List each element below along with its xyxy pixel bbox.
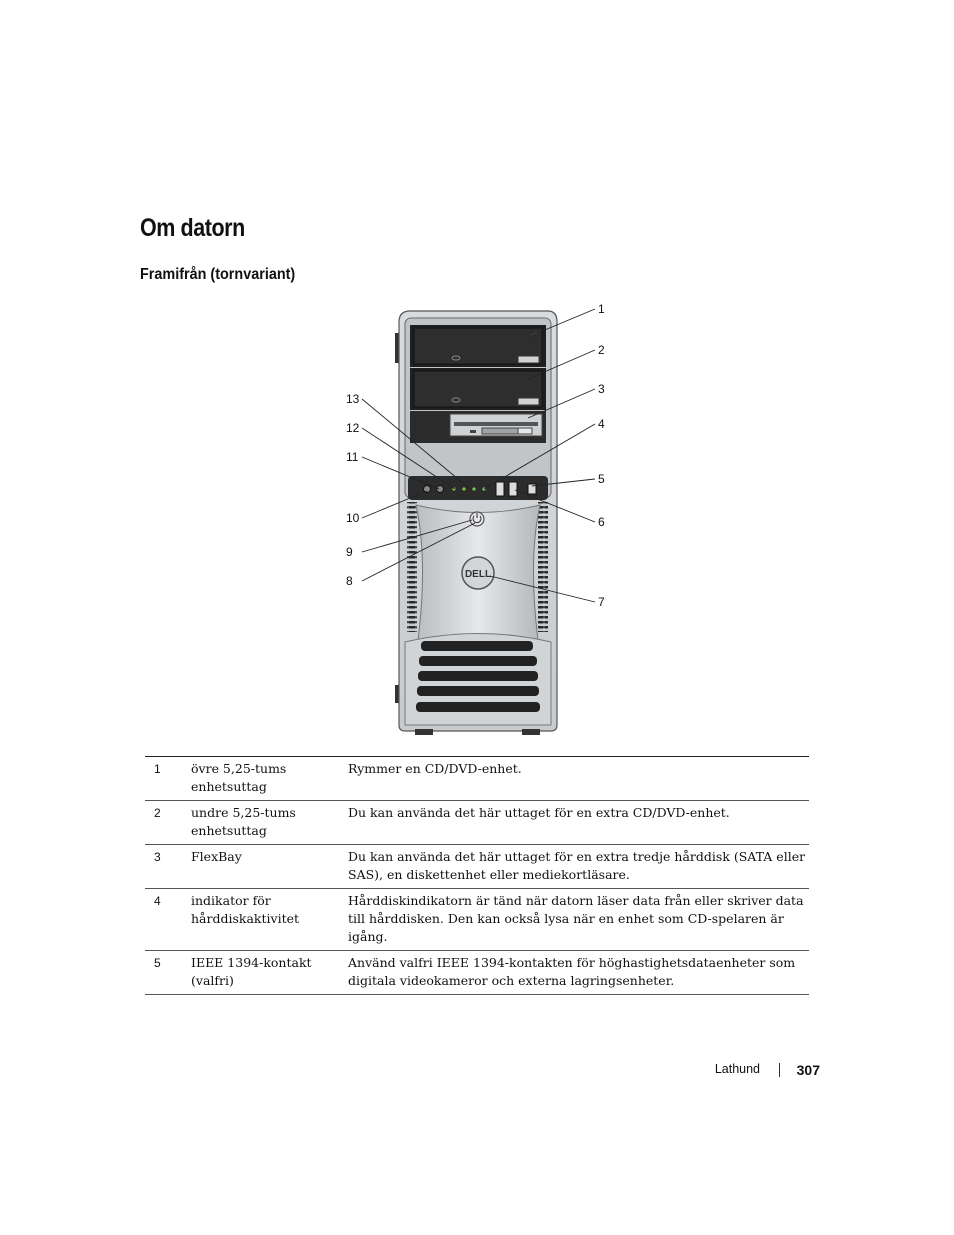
usb-port [508,481,518,497]
page-title: Om datorn [140,214,245,242]
row-number: 5 [154,956,161,970]
page-number: 307 [796,1062,820,1078]
bottom-foot [522,729,540,735]
callout-9: 9 [346,545,353,559]
row-number: 2 [154,806,161,820]
left-side-tab [395,685,400,703]
computer-front-view-figure: DELL 1 2 3 [330,295,630,745]
row-item: IEEE 1394-kontakt (valfri) [191,955,312,988]
row-item: indikator för hårddiskaktivitet [191,893,300,926]
callout-13: 13 [346,392,360,406]
row-description: Använd valfri IEEE 1394-kontakten för hö… [348,955,796,988]
row-number: 3 [154,850,161,864]
callout-10: 10 [346,511,360,525]
row-item: FlexBay [191,849,242,864]
row-description: Du kan använda det här uttaget för en ex… [348,849,806,882]
front-io-panel [408,476,548,500]
side-vent-right [538,502,548,632]
callout-7: 7 [598,595,605,609]
footer-label: Lathund [714,1062,760,1076]
side-vent-left [407,502,417,632]
footer-separator [779,1063,780,1077]
row-description: Du kan använda det här uttaget för en ex… [348,805,730,820]
bottom-foot [415,729,433,735]
usb-port [495,481,505,497]
row-item: undre 5,25-tums enhetsuttag [191,805,296,838]
power-button [469,511,485,527]
dell-logo: DELL [461,556,495,590]
section-heading: Framifrån (tornvariant) [140,266,296,283]
callout-5: 5 [598,472,605,486]
row-description: Rymmer en CD/DVD-enhet. [348,761,522,776]
callout-1: 1 [598,302,605,316]
callout-6: 6 [598,515,605,529]
table-row: 3 FlexBay Du kan använda det här uttaget… [145,844,809,889]
callout-lines [361,308,596,603]
row-item: övre 5,25-tums enhetsuttag [191,761,287,794]
row-number: 1 [154,762,161,776]
table-row: 5 IEEE 1394-kontakt (valfri) Använd valf… [145,950,809,995]
callout-11: 11 [346,450,359,464]
ieee1394-port [527,483,537,495]
table-row: 2 undre 5,25-tums enhetsuttag Du kan anv… [145,800,809,845]
component-legend-table: 1 övre 5,25-tums enhetsuttag Rymmer en C… [145,756,809,995]
callout-3: 3 [598,382,605,396]
left-side-tab [395,333,400,363]
table-row: 4 indikator för hårddiskaktivitet Hårddi… [145,888,809,951]
table-row: 1 övre 5,25-tums enhetsuttag Rymmer en C… [145,756,809,801]
microphone-jack [436,485,444,493]
bottom-grille [404,633,552,726]
optical-drive-upper [410,325,546,367]
callout-12: 12 [346,421,360,435]
row-description: Hårddiskindikatorn är tänd när datorn lä… [348,893,804,944]
row-number: 4 [154,894,161,908]
flexbay-floppy [410,411,546,443]
callout-2: 2 [598,343,605,357]
svg-text:DELL: DELL [465,569,491,580]
callout-4: 4 [598,417,605,431]
callout-8: 8 [346,574,353,588]
headphone-jack [423,485,431,493]
page-footer: Lathund 307 [700,1062,820,1080]
optical-drive-lower [410,368,546,410]
